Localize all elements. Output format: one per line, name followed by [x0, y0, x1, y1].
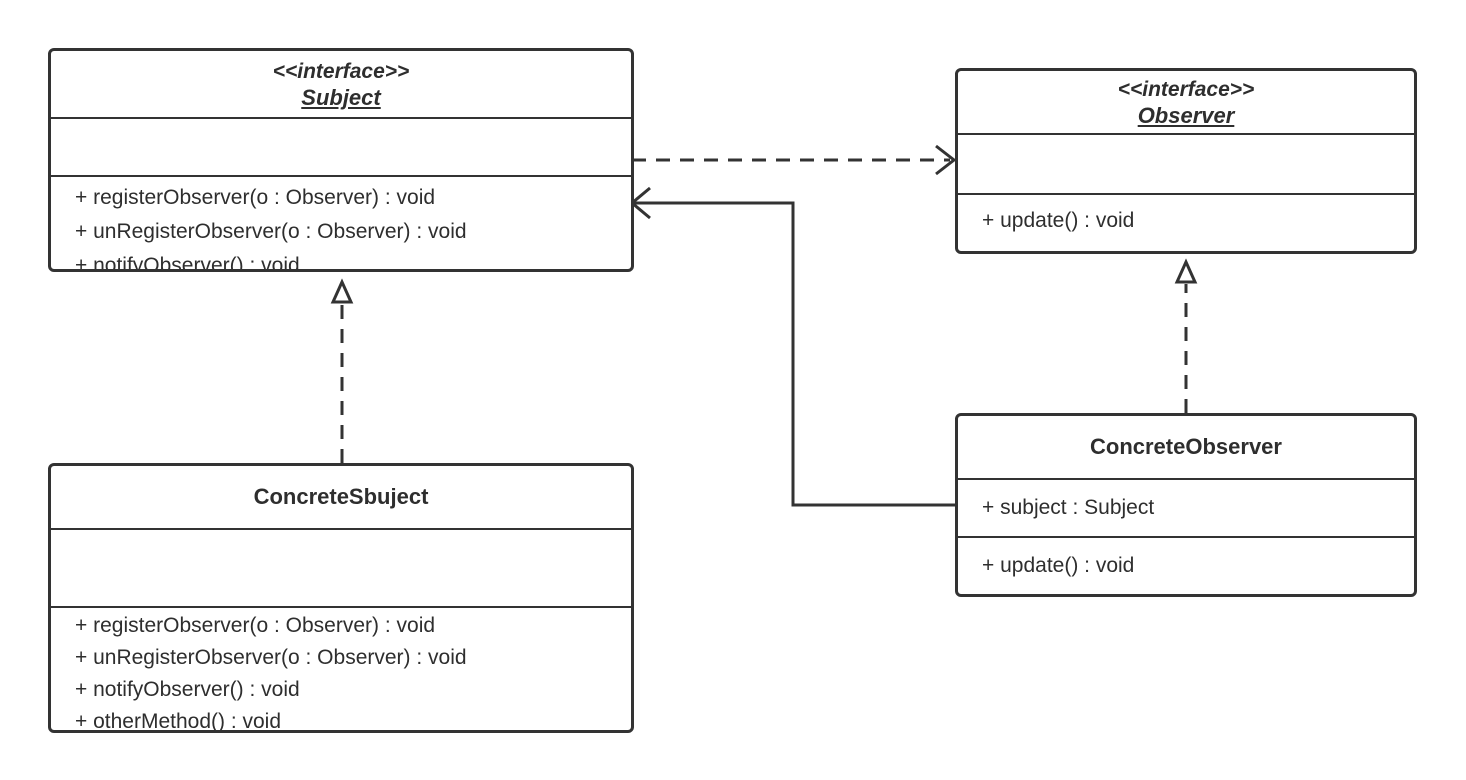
- observer-methods-section: + update() : void: [958, 193, 1414, 237]
- concrete-subject-method-notify: + notifyObserver() : void: [75, 678, 300, 701]
- concrete-observer-attributes-section: + subject : Subject: [958, 478, 1414, 536]
- observer-attributes-section: [958, 133, 1414, 193]
- concrete-subject-method-unregister: + unRegisterObserver(o : Observer) : voi…: [75, 646, 467, 669]
- concrete-subject-attributes-section: [51, 528, 631, 606]
- concrete-subject-methods-section: + registerObserver(o : Observer) : void …: [51, 606, 631, 733]
- subject-header: <<interface>> Subject: [51, 51, 631, 117]
- concrete-observer-box[interactable]: ConcreteObserver + subject : Subject + u…: [955, 413, 1417, 597]
- observer-method-update: + update() : void: [982, 209, 1135, 232]
- association-line-observer-subject: [634, 201, 955, 507]
- observer-name: Observer: [1137, 103, 1235, 128]
- observer-header: <<interface>> Observer: [958, 71, 1414, 133]
- subject-attributes-section: [51, 117, 631, 175]
- concrete-subject-method-register: + registerObserver(o : Observer) : void: [75, 614, 436, 637]
- subject-method-unregister: + unRegisterObserver(o : Observer) : voi…: [75, 220, 467, 243]
- realization-triangle-observer: [1174, 258, 1198, 284]
- concrete-observer-name: ConcreteObserver: [1090, 434, 1282, 459]
- observer-interface-box[interactable]: <<interface>> Observer + update() : void: [955, 68, 1417, 254]
- dependency-arrowhead: [935, 144, 957, 176]
- concrete-subject-method-other: + otherMethod() : void: [75, 710, 282, 733]
- realization-triangle-subject: [330, 278, 354, 304]
- subject-methods-section: + registerObserver(o : Observer) : void …: [51, 175, 631, 272]
- concrete-observer-methods-section: + update() : void: [958, 536, 1414, 582]
- observer-stereotype: <<interface>>: [1117, 78, 1255, 101]
- concrete-subject-header: ConcreteSbuject: [51, 466, 631, 528]
- subject-method-notify: + notifyObserver() : void: [75, 254, 300, 272]
- concrete-subject-name: ConcreteSbuject: [253, 484, 429, 509]
- concrete-subject-box[interactable]: ConcreteSbuject + registerObserver(o : O…: [48, 463, 634, 733]
- subject-name: Subject: [301, 85, 381, 110]
- concrete-observer-attribute-subject: + subject : Subject: [982, 496, 1155, 519]
- subject-interface-box[interactable]: <<interface>> Subject + registerObserver…: [48, 48, 634, 272]
- subject-stereotype: <<interface>>: [272, 60, 410, 83]
- concrete-observer-method-update: + update() : void: [982, 554, 1135, 577]
- concrete-observer-header: ConcreteObserver: [958, 416, 1414, 478]
- subject-method-register: + registerObserver(o : Observer) : void: [75, 186, 436, 209]
